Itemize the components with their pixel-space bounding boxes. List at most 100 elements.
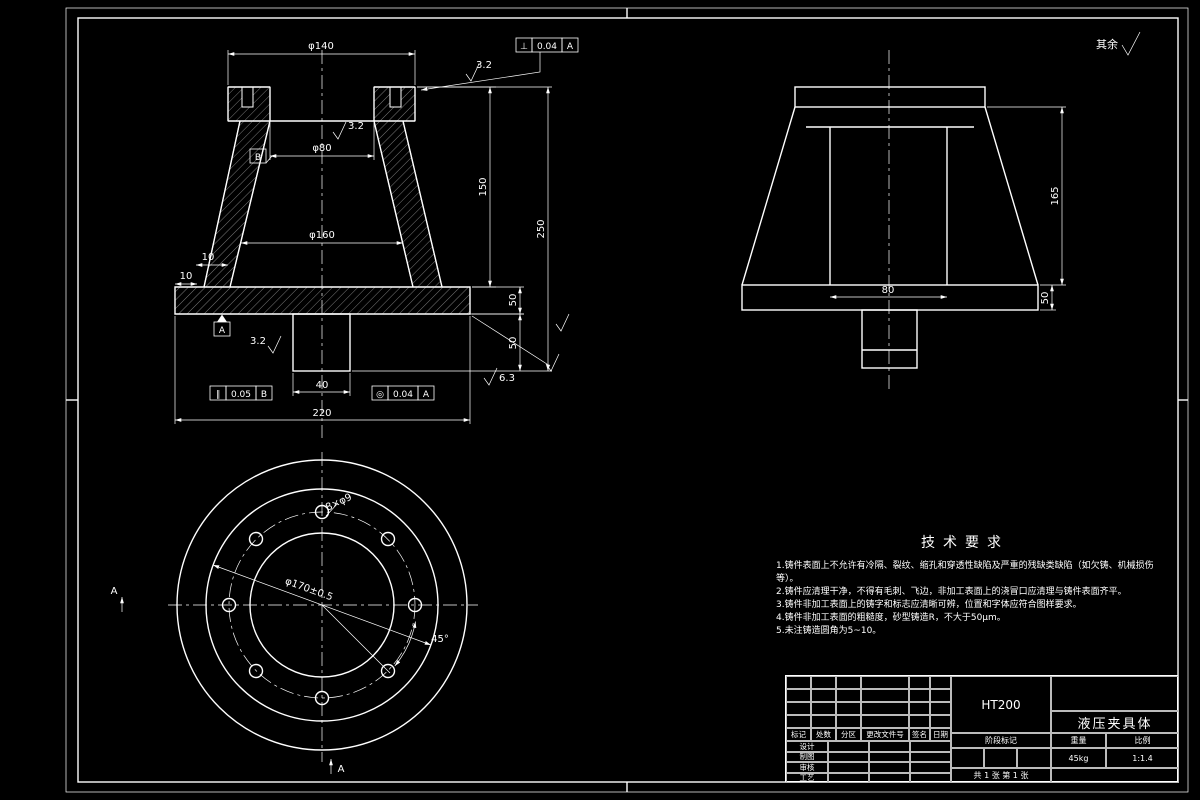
svg-text:10: 10: [202, 252, 215, 263]
weight-header: 重量: [1051, 733, 1106, 748]
svg-text:45°: 45°: [431, 634, 449, 645]
technical-requirements: 技术要求 1.铸件表面上不允许有冷隔、裂纹、缩孔和穿透性缺陷及严重的残缺类缺陷（…: [776, 532, 1154, 638]
front-section-view: φ140 ⊥ 0.04 A 3.2 φ80 B: [174, 37, 579, 438]
flange-slot: [389, 86, 402, 108]
rev-header: 标记: [786, 728, 811, 741]
signature-table: 设计 制图 审核 工艺: [786, 741, 951, 783]
role-label: 制图: [786, 751, 828, 762]
dimension-220: 220: [174, 316, 471, 424]
flange-circle: [205, 488, 439, 722]
revision-table: 标记 处数 分区 更改文件号 签名 日期: [786, 676, 951, 741]
role-label: 设计: [786, 741, 828, 752]
dimension-80: 80: [830, 285, 947, 299]
tech-req-title: 技术要求: [921, 535, 1009, 551]
dimension-10a: 10: [196, 252, 228, 267]
svg-text:B: B: [255, 153, 261, 163]
datum-b: B: [249, 148, 273, 164]
roughness-icon: [332, 121, 347, 140]
roughness-mark: 3.2: [250, 335, 282, 354]
top-view: 8×φ9 φ170±0.5 45° A A: [111, 452, 478, 775]
svg-text:80: 80: [882, 285, 895, 296]
material-cell: HT200: [951, 676, 1051, 733]
surface-finish-note: 其余: [1096, 31, 1141, 56]
scale-value: 1:1.4: [1106, 748, 1179, 768]
weight-value: 45kg: [1051, 748, 1106, 768]
svg-text:B: B: [261, 390, 267, 400]
dimension-50b: 50: [352, 313, 524, 371]
svg-text:50: 50: [508, 294, 519, 307]
dimension-bolt-holes: 8×φ9: [324, 492, 354, 517]
svg-text:3.2: 3.2: [476, 60, 492, 71]
dimension-phi160: φ160: [241, 230, 403, 245]
svg-text:A: A: [338, 764, 345, 775]
svg-text:φ140: φ140: [308, 41, 334, 52]
svg-text:150: 150: [478, 177, 489, 196]
sheet-count: 共 1 张 第 1 张: [951, 768, 1051, 783]
feature-control-frame-right: ◎ 0.04 A: [371, 385, 435, 401]
bottom-boss: [292, 313, 351, 372]
tech-req-item: 1.铸件表面上不允许有冷隔、裂纹、缩孔和穿透性缺陷及严重的残缺类缺陷（如欠铸、机…: [776, 561, 1154, 585]
roughness-mark: 6.3: [471, 313, 570, 386]
rev-header: 签名: [909, 728, 930, 741]
drawing-number-cell: [1051, 676, 1179, 711]
dimension-phi140: φ140: [227, 41, 416, 85]
dimension-45deg: 45°: [321, 604, 449, 674]
svg-text:A: A: [111, 586, 118, 597]
roughness-mark: 3.2: [332, 121, 364, 140]
sheet-frame: [65, 7, 1189, 793]
outer-circle: [176, 459, 468, 751]
feature-control-frame-top: ⊥ 0.04 A: [420, 37, 579, 91]
tech-req-item: 2.铸件应清理干净，不得有毛刺、飞边，非加工表面上的浇冒口应清理与铸件表面齐平。: [776, 587, 1127, 598]
section-arrow-left: A: [111, 586, 124, 612]
roughness-icon: [1121, 31, 1141, 56]
svg-text:◎: ◎: [376, 390, 384, 400]
tech-req-item: 3.铸件非加工表面上的铸字和标志应清晰可辨，位置和字体应符合图样要求。: [776, 600, 1082, 611]
dimension-250: 250: [352, 86, 552, 372]
roughness-icon: [465, 63, 480, 82]
approval-cell: [1051, 768, 1179, 783]
title-block: 标记 处数 分区 更改文件号 签名 日期 设计 制图 审核 工艺 HT200 阶…: [785, 675, 1179, 783]
rev-header: 更改文件号: [861, 728, 909, 741]
svg-text:∥: ∥: [216, 390, 221, 400]
surface-note-label: 其余: [1096, 37, 1118, 51]
tech-req-item: 5.未注铸造圆角为5~10。: [776, 626, 882, 637]
scale-header: 比例: [1106, 733, 1179, 748]
datum-a: A: [213, 314, 231, 337]
svg-text:40: 40: [316, 380, 329, 391]
stage-mark-header: 阶段标记: [951, 733, 1051, 748]
roughness-icon: [267, 335, 282, 354]
feature-control-frame-left: ∥ 0.05 B: [209, 385, 273, 401]
tech-req-item: 4.铸件非加工表面的粗糙度，砂型铸造R，不大于50μm。: [776, 613, 1006, 624]
side-view: 80 165 50: [741, 50, 1066, 392]
rev-header: 处数: [811, 728, 836, 741]
dimension-165: 165: [987, 106, 1066, 286]
dimension-50: 50: [1040, 285, 1056, 311]
svg-text:φ80: φ80: [312, 143, 331, 154]
svg-text:3.2: 3.2: [250, 336, 266, 347]
dimension-phi80: φ80: [269, 123, 375, 160]
dimension-10b: 10: [175, 271, 197, 286]
roughness-icon: [555, 313, 570, 332]
roughness-icon: [545, 353, 560, 372]
svg-text:3.2: 3.2: [348, 121, 364, 132]
svg-text:A: A: [423, 390, 430, 400]
svg-text:⊥: ⊥: [520, 42, 528, 52]
svg-text:10: 10: [180, 271, 193, 282]
dimension-50a: 50: [472, 286, 524, 315]
rev-header: 分区: [836, 728, 861, 741]
svg-text:0.04: 0.04: [393, 390, 413, 400]
svg-text:0.05: 0.05: [231, 390, 251, 400]
svg-text:0.04: 0.04: [537, 42, 557, 52]
dimension-40: 40: [292, 373, 351, 396]
rev-header: 日期: [930, 728, 951, 741]
bottom-boss: [861, 309, 918, 369]
svg-text:8×φ9: 8×φ9: [324, 492, 354, 514]
part-name: 液压夹具体: [1051, 711, 1179, 733]
roughness-mark: 3.2: [465, 60, 492, 82]
svg-text:50: 50: [1040, 292, 1051, 305]
svg-text:6.3: 6.3: [499, 373, 515, 384]
svg-text:250: 250: [536, 219, 547, 238]
roughness-icon: [483, 367, 498, 386]
